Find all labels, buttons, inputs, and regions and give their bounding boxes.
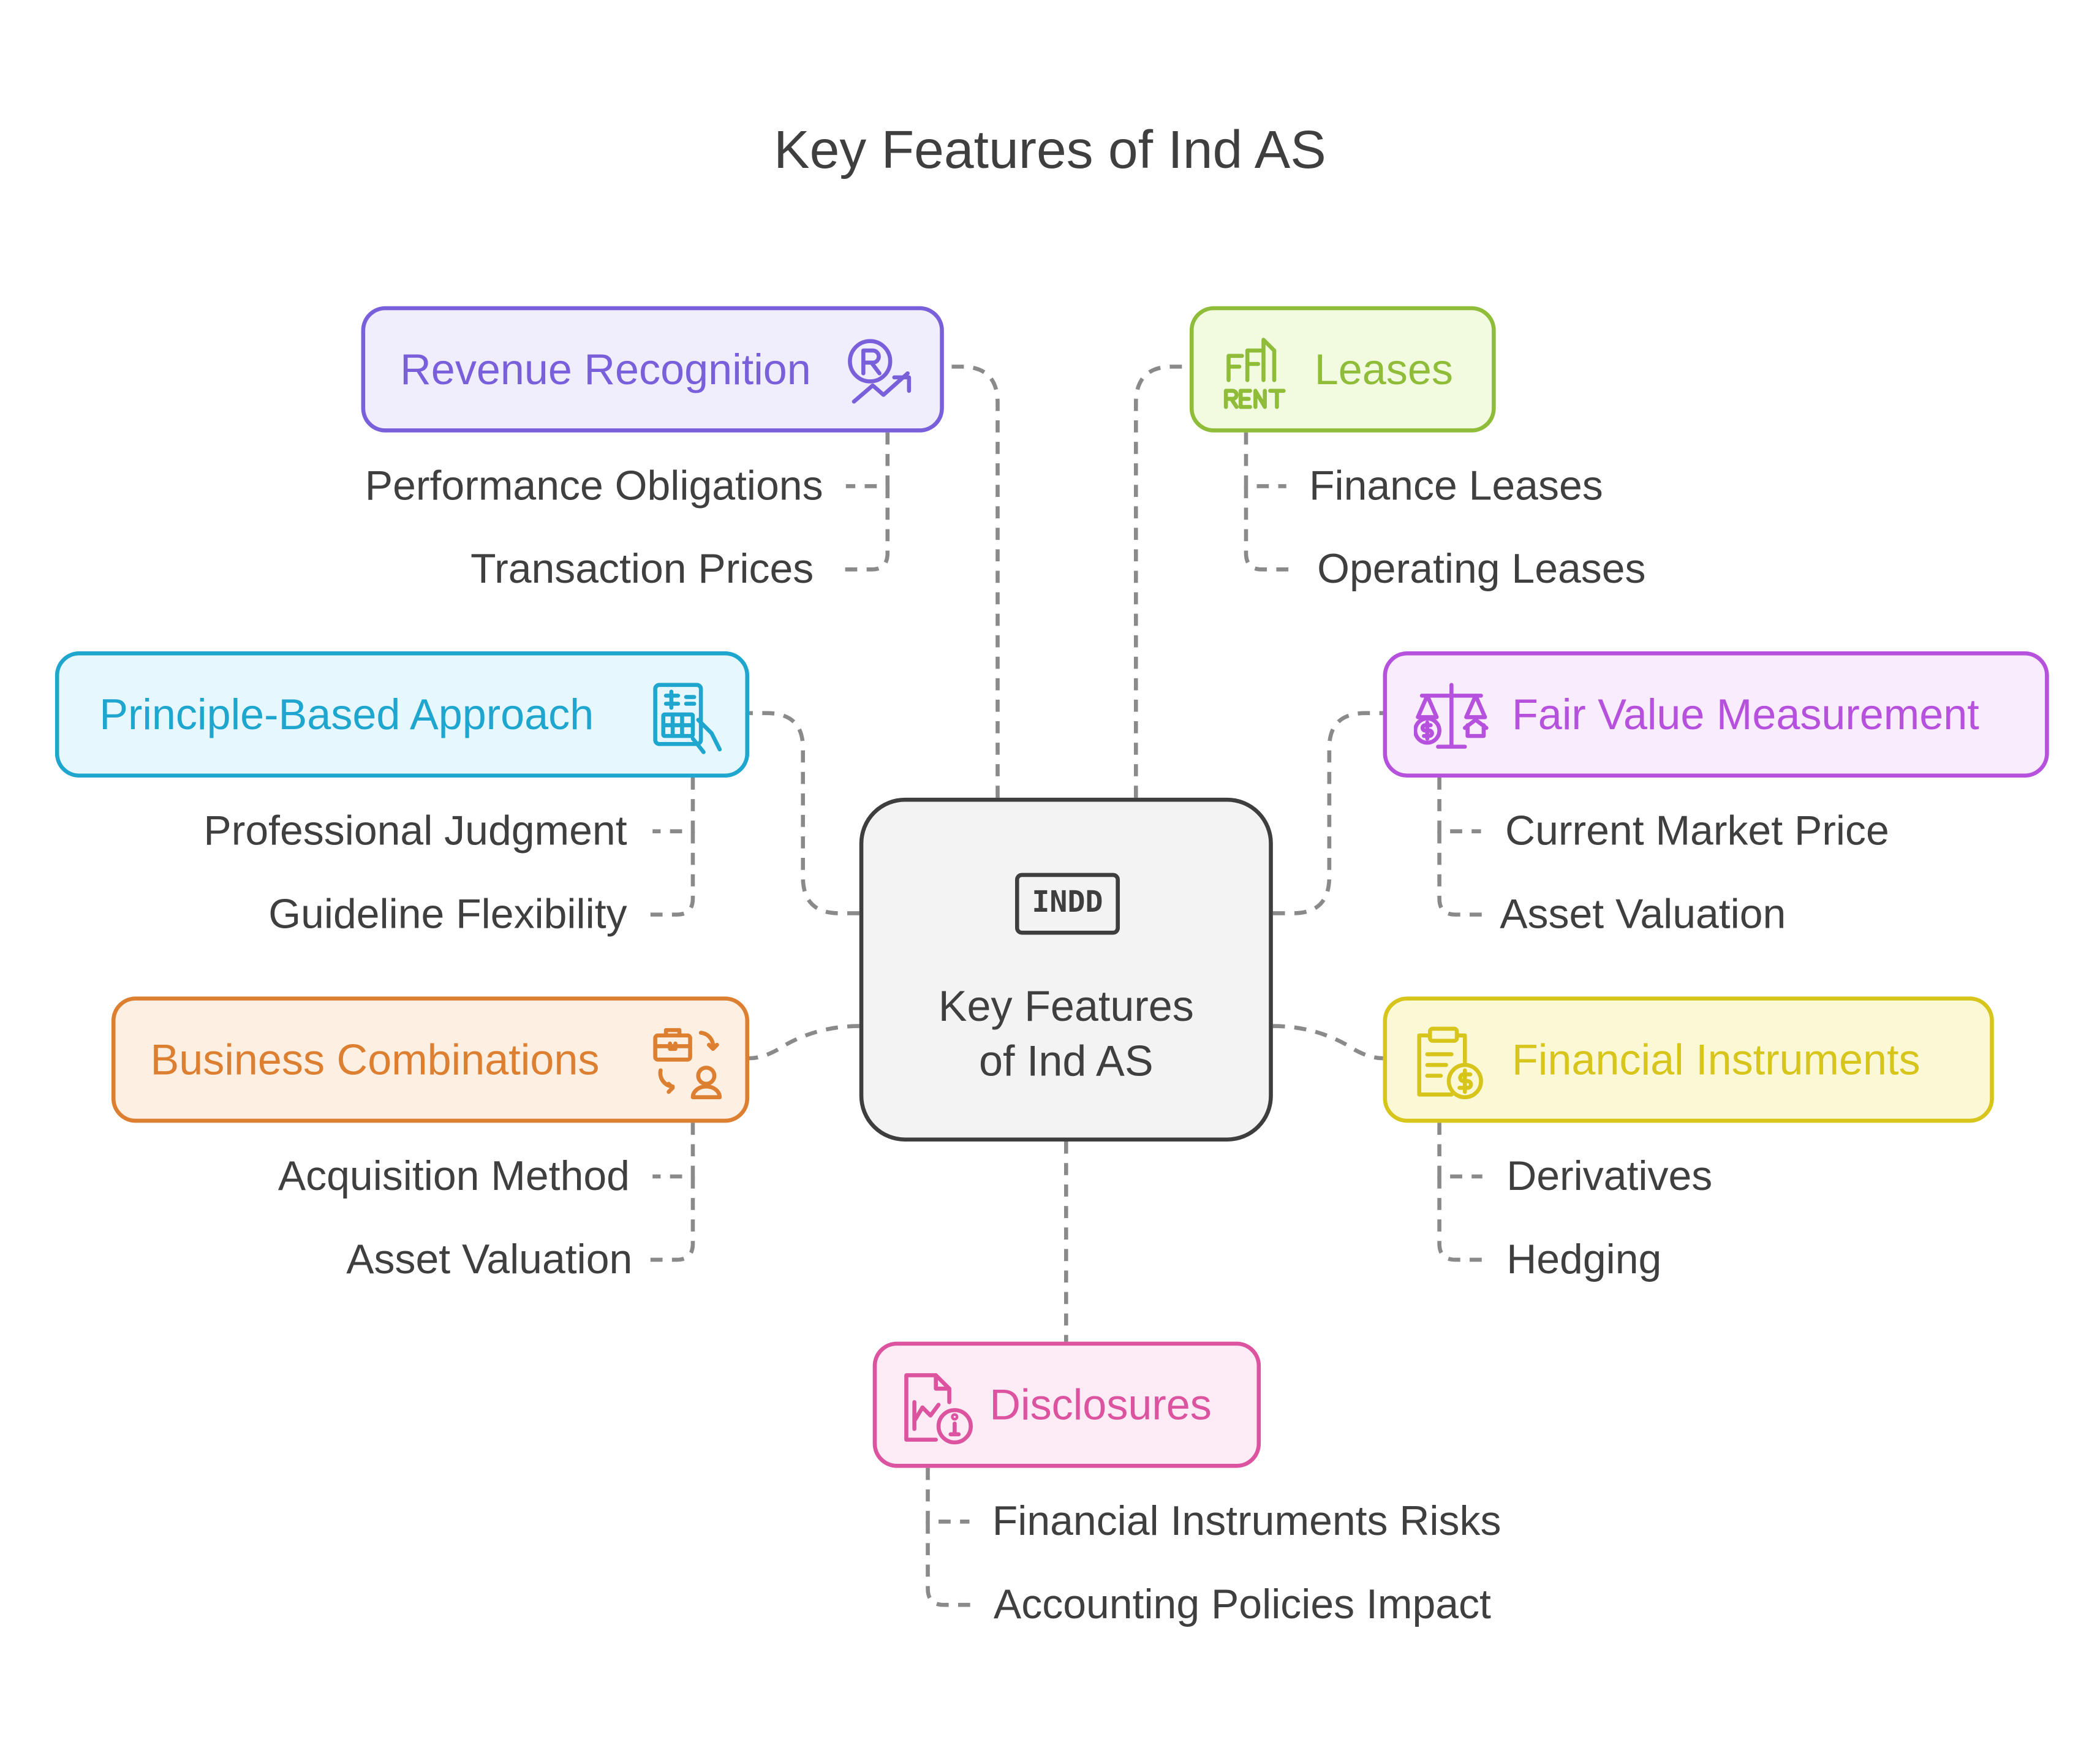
sub-item-finance-leases: Finance Leases [1309,461,1603,509]
central-node: INDD Key Features of Ind AS [859,797,1273,1142]
connector-line [1272,711,1383,915]
connector-line [845,432,890,488]
connector-line [1437,1123,1482,1179]
connector-line [1437,831,1482,917]
feature-label: Financial Instruments [1511,1034,1921,1083]
feature-label: Leases [1314,344,1453,393]
sub-item-asset-valuation: Asset Valuation [346,1235,633,1283]
sub-item-transaction-prices: Transaction Prices [470,545,814,593]
briefcase-exchange-icon [653,1028,722,1099]
connector-line [926,1521,972,1607]
connector-line [652,778,695,834]
sub-item-guideline-flexibility: Guideline Flexibility [268,890,627,937]
connector-line [1272,1024,1383,1061]
connector-line [926,1467,970,1524]
feature-disclosures: Disclosures [872,1341,1261,1468]
sub-item-derivatives: Derivatives [1506,1152,1713,1200]
sub-item-accounting-policies-impact: Accounting Policies Impact [993,1580,1491,1628]
report-info-icon [904,1373,973,1445]
rent-building-icon [1223,338,1286,409]
feature-business-combinations: Business Combinations [111,996,750,1123]
connector-line [749,711,859,915]
sub-item-hedging: Hedging [1506,1235,1662,1283]
balance-scale-icon [1413,683,1489,749]
connector-line [943,365,1000,798]
connector-line [1244,432,1286,488]
feature-label: Fair Value Measurement [1511,689,1979,738]
rupee-growth-icon [848,339,912,404]
connector-line [843,486,890,572]
sub-item-asset-valuation: Asset Valuation [1500,890,1786,937]
feature-revenue-recognition: Revenue Recognition [361,306,944,433]
connector-line [1133,365,1190,798]
connector-line [649,831,695,917]
central-node-label: Key Features of Ind AS [863,979,1269,1089]
central-node-label-line2: of Ind AS [978,1037,1154,1085]
connector-line [1437,1176,1482,1262]
sub-item-operating-leases: Operating Leases [1317,545,1646,593]
feature-label: Disclosures [989,1380,1212,1428]
connector-line [749,1024,859,1061]
feature-fair-value-measurement: Fair Value Measurement [1383,651,2049,778]
sub-item-acquisition-method: Acquisition Method [278,1152,630,1200]
feature-principle-based-approach: Principle-Based Approach [55,651,750,778]
diagram-title: Key Features of Ind AS [774,121,1326,180]
sub-item-performance-obligations: Performance Obligations [364,461,823,509]
central-node-label-line1: Key Features [938,982,1194,1031]
connector-line [1244,486,1292,572]
indd-file-icon: INDD [1015,873,1120,935]
clipboard-dollar-icon [1417,1026,1483,1099]
connector-line [649,1176,695,1262]
calculator-hand-icon [653,683,722,754]
feature-label: Business Combinations [150,1034,600,1083]
connector-line [1437,778,1481,834]
sub-item-professional-judgment: Professional Judgment [203,807,627,854]
sub-item-current-market-price: Current Market Price [1505,807,1889,854]
feature-financial-instruments: Financial Instruments [1383,996,1994,1123]
feature-label: Principle-Based Approach [99,689,594,738]
feature-leases: Leases [1189,306,1496,433]
connector-line [652,1123,695,1179]
sub-item-financial-instruments-risks: Financial Instruments Risks [992,1497,1501,1545]
feature-label: Revenue Recognition [400,344,811,393]
